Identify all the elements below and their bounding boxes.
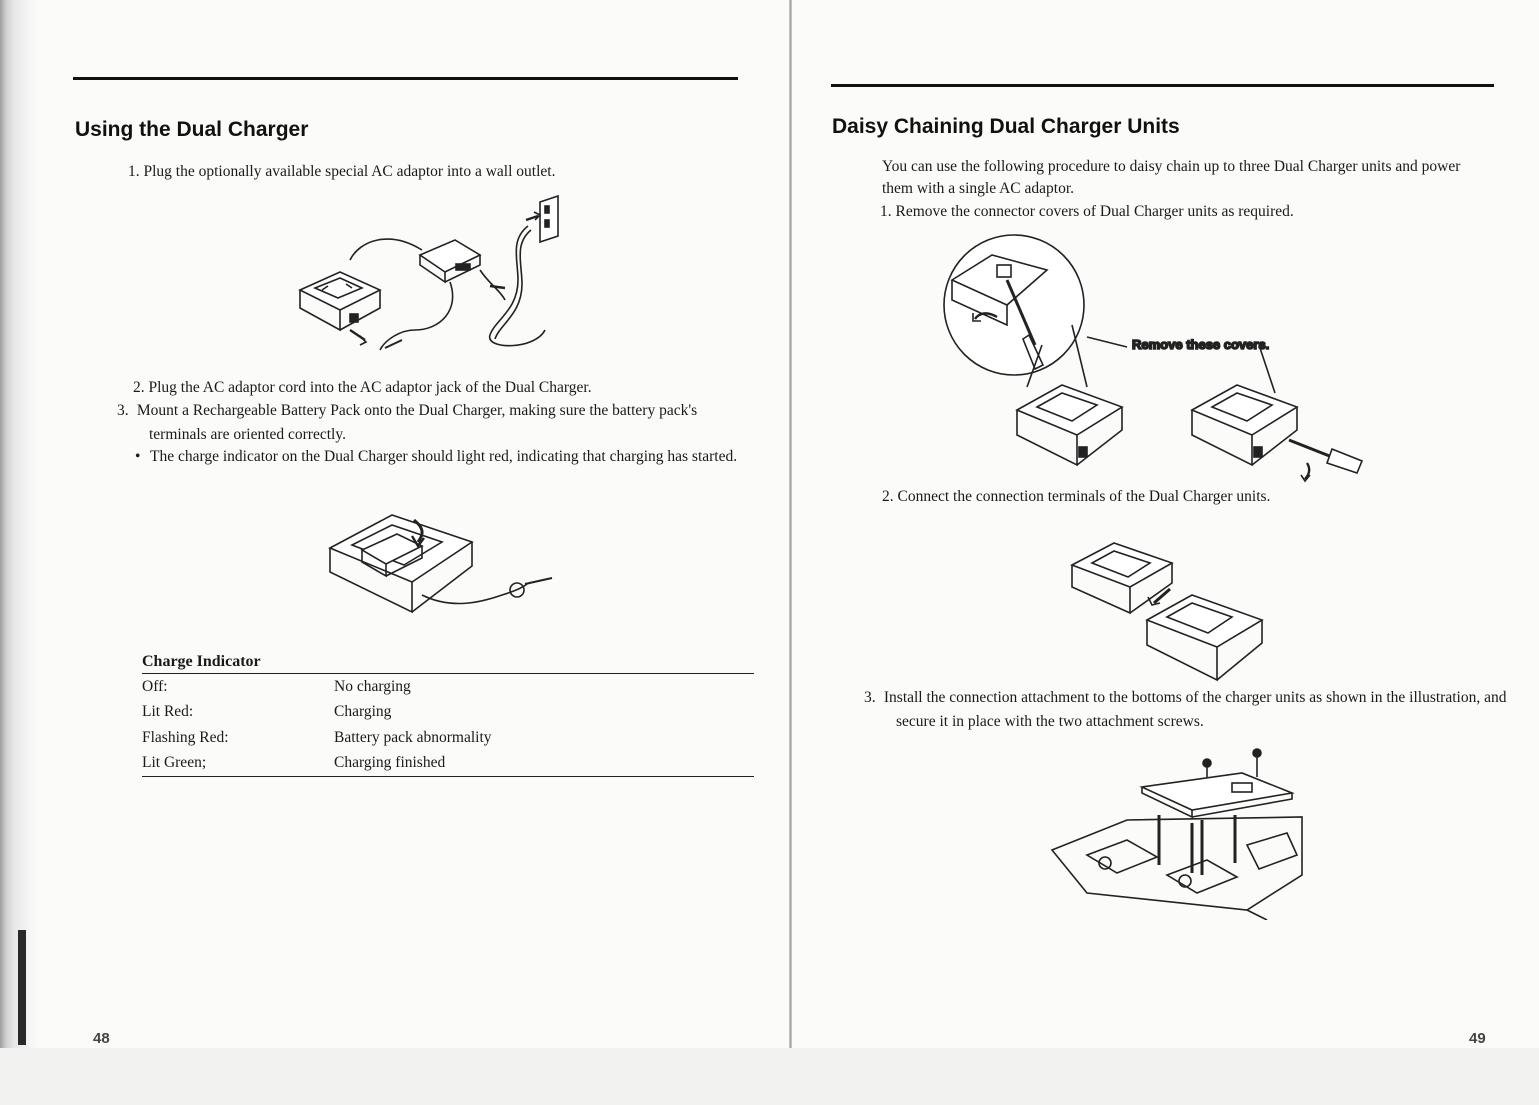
- battery-pack-icon: [360, 533, 424, 578]
- book-spine-shadow: [0, 0, 40, 1050]
- step-3: 3. Mount a Rechargeable Battery Pack ont…: [117, 402, 698, 443]
- dual-charger-icon: [1190, 384, 1299, 467]
- scan-bottom-margin: [0, 1048, 1539, 1105]
- indicator-meaning: Charging finished: [334, 754, 446, 772]
- charger-bottom-icon: [1050, 816, 1303, 920]
- header-rule: [73, 77, 738, 80]
- step-text: Connect the connection terminals of the …: [897, 488, 1271, 505]
- step-3: 3. Install the connection attachment to …: [864, 689, 1507, 730]
- indicator-state: Off:: [142, 677, 168, 695]
- step-text: Plug the optionally available special AC…: [143, 163, 556, 180]
- wall-outlet-icon: [525, 194, 559, 244]
- table-row: Off: No charging: [142, 674, 754, 700]
- indicator-meaning: Battery pack abnormality: [334, 728, 492, 746]
- step-number: 1.: [880, 203, 892, 220]
- right-page: Daisy Chaining Dual Charger Units You ca…: [792, 0, 1539, 1050]
- indicator-meaning: Charging: [334, 703, 392, 721]
- remove-covers-illustration: Remove these covers.: [937, 225, 1397, 485]
- step-text: Mount a Rechargeable Battery Pack onto t…: [136, 402, 698, 443]
- adaptor-connection-illustration: [290, 190, 590, 370]
- page-gutter: [789, 0, 792, 1050]
- bullet-icon: •: [135, 448, 141, 465]
- step-text: Remove the connector covers of Dual Char…: [895, 203, 1294, 220]
- connect-terminals-illustration: [1062, 525, 1282, 690]
- battery-mount-illustration: [322, 500, 562, 630]
- step-number: 1.: [128, 163, 140, 180]
- indicator-meaning: No charging: [334, 677, 411, 695]
- left-page: Using the Dual Charger 1. Plug the optio…: [0, 0, 789, 1050]
- step-number: 2.: [882, 488, 894, 505]
- table-row: Lit Red: Charging: [142, 700, 754, 726]
- ac-adaptor-icon: [418, 239, 482, 284]
- charge-indicator-title: Charge Indicator: [142, 653, 261, 670]
- table-row: Flashing Red: Battery pack abnormality: [142, 725, 754, 751]
- charge-indicator-table: Off: No charging Lit Red: Charging Flash…: [142, 673, 754, 777]
- header-rule: [831, 84, 1494, 87]
- step-number: 2.: [133, 379, 145, 396]
- indicator-state: Lit Red:: [142, 703, 194, 721]
- step-2: 2. Plug the AC adaptor cord into the AC …: [133, 376, 733, 400]
- screwdriver-icon: [1288, 438, 1364, 483]
- indicator-state: Flashing Red:: [142, 728, 229, 746]
- section-title: Using the Dual Charger: [75, 118, 309, 141]
- connection-attachment-icon: [1139, 772, 1295, 819]
- note-text: The charge indicator on the Dual Charger…: [150, 448, 738, 465]
- spine-binding-mark: [18, 930, 26, 1045]
- table-row: Lit Green; Charging finished: [142, 751, 754, 777]
- dual-charger-icon: [328, 514, 474, 614]
- indicator-note: • The charge indicator on the Dual Charg…: [135, 445, 738, 469]
- step-1: 1. Remove the connector covers of Dual C…: [880, 200, 1490, 224]
- dual-charger-icon: [1070, 542, 1174, 615]
- dual-charger-icon: [1015, 384, 1124, 467]
- remove-covers-callout: Remove these covers.: [1132, 337, 1269, 352]
- magnified-detail-icon: [943, 234, 1085, 376]
- attachment-install-illustration: [1047, 745, 1317, 920]
- step-1: 1. Plug the optionally available special…: [128, 160, 728, 184]
- step-text: Install the connection attachment to the…: [883, 689, 1507, 730]
- section-title: Daisy Chaining Dual Charger Units: [832, 115, 1180, 138]
- step-text: Plug the AC adaptor cord into the AC ada…: [148, 379, 592, 396]
- intro-paragraph: You can use the following procedure to d…: [882, 158, 1461, 197]
- step-2: 2. Connect the connection terminals of t…: [882, 485, 1492, 509]
- dual-charger-icon: [298, 271, 382, 332]
- indicator-state: Lit Green;: [142, 754, 207, 772]
- page-number: 48: [93, 1030, 110, 1047]
- page-number: 49: [1469, 1030, 1486, 1047]
- dual-charger-icon: [1145, 594, 1264, 682]
